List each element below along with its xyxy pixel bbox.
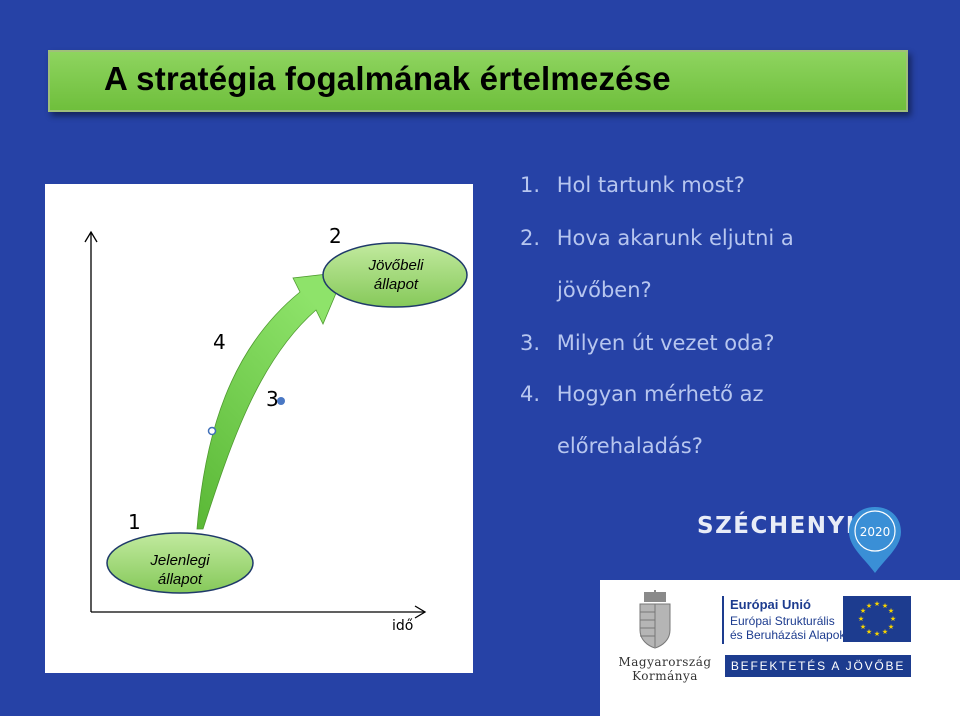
question-2-continuation: jövőben? xyxy=(557,278,652,302)
hungarian-crest-icon xyxy=(639,590,671,649)
eu-subtitle: Európai Strukturális és Beruházási Alapo… xyxy=(730,614,845,642)
strategy-diagram: 1 2 3 4 Jelenlegi állapot Jövőbeli állap… xyxy=(45,184,473,673)
eu-subtitle-line1: Európai Strukturális xyxy=(730,614,835,628)
x-axis-label: idő xyxy=(392,618,414,634)
current-state-ellipse xyxy=(106,532,254,594)
slide-title: A stratégia fogalmának értelmezése xyxy=(104,60,671,97)
question-1-text: Hol tartunk most? xyxy=(556,173,745,197)
eu-divider xyxy=(722,596,724,644)
question-3-text: Milyen út vezet oda? xyxy=(556,331,775,355)
eu-flag-icon: ★★★ ★★★ ★★★ ★★★ xyxy=(843,596,911,642)
future-state-label: Jövőbeli állapot xyxy=(341,256,451,294)
government-line1: Magyarország xyxy=(618,655,712,669)
svg-text:★: ★ xyxy=(874,600,880,608)
question-4-number: 4. xyxy=(520,382,541,406)
szechenyi-wordmark: SZÉCHENYI xyxy=(697,513,856,539)
svg-text:★: ★ xyxy=(858,615,864,623)
eu-title: Európai Unió xyxy=(730,597,811,612)
question-2: 2. Hova akarunk eljutni a xyxy=(520,226,794,250)
question-1-number: 1. xyxy=(520,173,541,197)
szechenyi-year: 2020 xyxy=(860,525,891,539)
eu-subtitle-line2: és Beruházási Alapok xyxy=(730,628,846,642)
government-line2: Kormánya xyxy=(632,669,698,683)
question-3: 3. Milyen út vezet oda? xyxy=(520,331,774,355)
diagram-canvas xyxy=(84,230,468,619)
point-2-label: 2 xyxy=(329,224,342,248)
future-state-ellipse xyxy=(322,242,468,308)
current-state-label: Jelenlegi állapot xyxy=(125,551,235,589)
question-4-continuation: előrehaladás? xyxy=(557,434,703,458)
future-state-line1: Jövőbeli xyxy=(368,257,424,274)
question-4: 4. Hogyan mérhető az xyxy=(520,382,764,406)
point-4-marker xyxy=(207,426,217,436)
svg-text:★: ★ xyxy=(882,628,888,636)
svg-text:★: ★ xyxy=(866,628,872,636)
svg-text:★: ★ xyxy=(860,607,866,615)
question-1: 1. Hol tartunk most? xyxy=(520,173,745,197)
question-4-text: Hogyan mérhető az xyxy=(556,382,764,406)
question-2-text: Hova akarunk eljutni a xyxy=(556,226,794,250)
future-state-line2: állapot xyxy=(373,276,419,293)
svg-text:★: ★ xyxy=(866,602,872,610)
title-bar: A stratégia fogalmának értelmezése xyxy=(48,50,908,112)
befektetes-banner: BEFEKTETÉS A JÖVŐBE xyxy=(725,655,911,677)
government-label: Magyarország Kormánya xyxy=(612,655,718,683)
svg-text:★: ★ xyxy=(860,623,866,631)
y-axis-arrowhead xyxy=(84,230,98,243)
point-4-label: 4 xyxy=(213,330,226,354)
eu-stars-icon: ★★★ ★★★ ★★★ ★★★ xyxy=(858,600,896,638)
question-2-number: 2. xyxy=(520,226,541,250)
svg-text:★: ★ xyxy=(882,602,888,610)
current-state-line2: állapot xyxy=(157,571,203,588)
point-3-label: 3 xyxy=(266,387,279,411)
question-3-number: 3. xyxy=(520,331,541,355)
szechenyi-pin-icon: 2020 xyxy=(849,507,901,573)
point-3-marker xyxy=(277,397,285,405)
x-axis-arrowhead xyxy=(414,605,427,619)
point-1-label: 1 xyxy=(128,510,141,534)
svg-text:★: ★ xyxy=(888,607,894,615)
current-state-line1: Jelenlegi xyxy=(150,552,210,569)
svg-text:★: ★ xyxy=(888,623,894,631)
svg-text:★: ★ xyxy=(890,615,896,623)
svg-text:★: ★ xyxy=(874,630,880,638)
